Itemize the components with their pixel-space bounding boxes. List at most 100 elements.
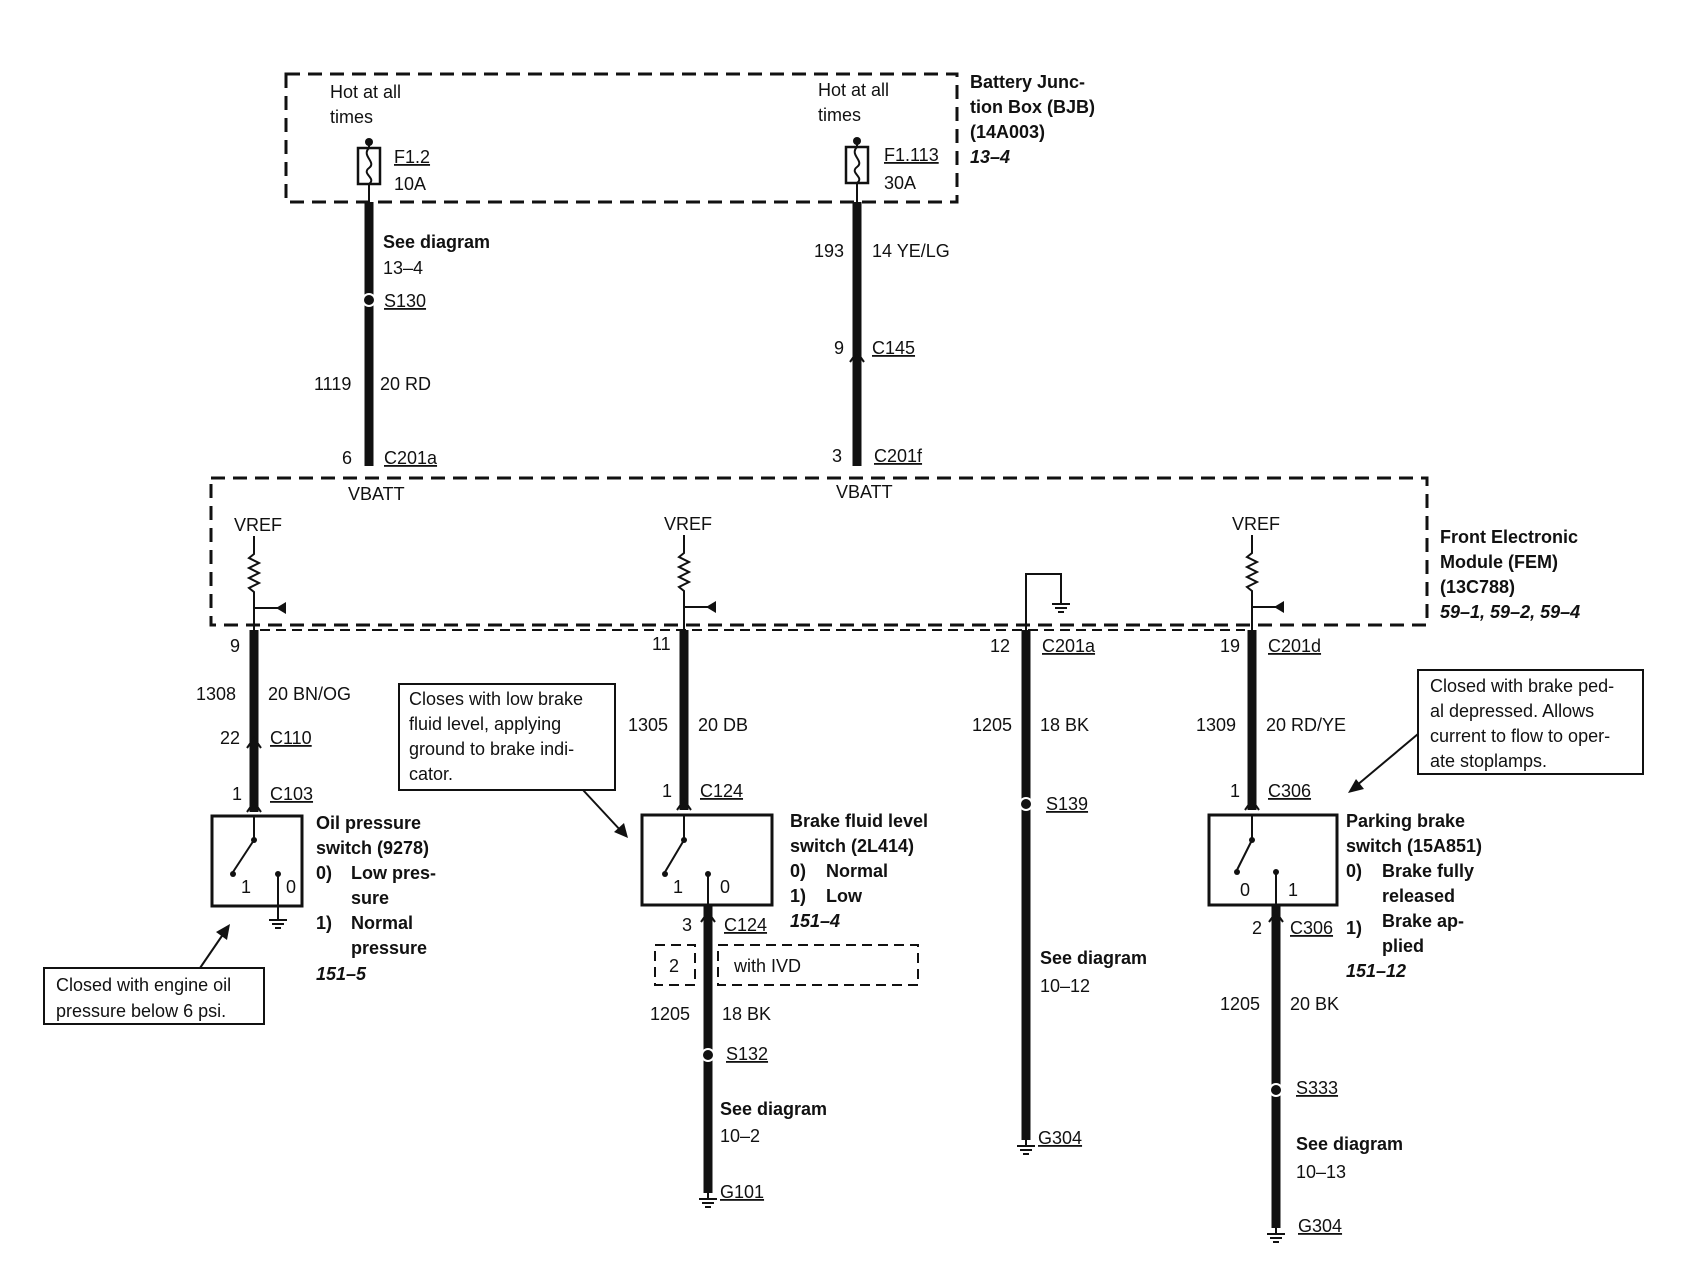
svg-text:18 BK: 18 BK <box>722 1004 771 1024</box>
ivd-option-box <box>717 944 919 986</box>
svg-text:1205: 1205 <box>972 715 1012 735</box>
splice-s130-dot <box>362 293 376 307</box>
left-wire-color: 20 RD <box>380 374 431 394</box>
splice-s333-dot <box>1269 1083 1283 1097</box>
svg-text:See diagram: See diagram <box>1040 948 1147 968</box>
fem-name-1: Front Electronic <box>1440 527 1578 547</box>
fem-outline <box>209 476 1429 627</box>
c103-connector: C103 <box>270 784 313 804</box>
svg-text:plied: plied <box>1382 936 1424 956</box>
oil-title-2: switch (9278) <box>316 838 429 858</box>
brake-fluid-note-4: cator. <box>409 764 453 784</box>
splice-s139-dot <box>1019 797 1033 811</box>
svg-text:Normal: Normal <box>351 913 413 933</box>
parking-brake-circuit: 19 C201d 1309 20 RD/YE 1 C306 0 1 2 C306… <box>1196 630 1644 1243</box>
svg-text:S333: S333 <box>1296 1078 1338 1098</box>
svg-text:11: 11 <box>652 634 671 654</box>
svg-text:F1.2: F1.2 <box>394 147 430 167</box>
svg-text:151–4: 151–4 <box>790 911 840 931</box>
oil-switch-pos-1: 1 <box>241 877 251 897</box>
svg-text:20 RD/YE: 20 RD/YE <box>1266 715 1346 735</box>
svg-text:with IVD: with IVD <box>733 956 801 976</box>
svg-text:C201f: C201f <box>874 446 923 466</box>
svg-text:C306: C306 <box>1268 781 1311 801</box>
c103-pin: 1 <box>232 784 242 804</box>
brake-fluid-note-3: ground to brake indi- <box>409 739 574 759</box>
center-pin: 12 <box>990 636 1010 656</box>
c124-bottom-connector: C124 <box>724 915 767 935</box>
oil-pin: 9 <box>230 636 240 656</box>
right-circuit-number: 193 <box>814 241 844 261</box>
svg-text:20 DB: 20 DB <box>698 715 748 735</box>
fuse1-hot-1: Hot at all <box>330 82 401 102</box>
left-connector: C201a <box>384 448 438 468</box>
svg-text:18 BK: 18 BK <box>1040 715 1089 735</box>
g101-ground-icon <box>698 1192 718 1208</box>
svg-text:59–1, 59–2, 59–4: 59–1, 59–2, 59–4 <box>1440 602 1580 622</box>
c306-bottom-pin: 2 <box>1252 918 1262 938</box>
oil-switch-pos-0: 0 <box>286 877 296 897</box>
oil-switch-ground-icon <box>268 913 288 929</box>
fuse1-id: F1.2 <box>394 147 430 167</box>
parking-see-label: See diagram <box>1296 1134 1403 1154</box>
svg-text:20 BK: 20 BK <box>1290 994 1339 1014</box>
parking-state0-1: Brake fully <box>1382 861 1474 881</box>
g304-parking-ground-icon <box>1266 1227 1286 1243</box>
parking-wire-color: 20 RD/YE <box>1266 715 1346 735</box>
ivd-label: with IVD <box>733 956 801 976</box>
front-electronic-module: Front Electronic Module (FEM) (13C788) 5… <box>209 476 1580 631</box>
svg-text:times: times <box>330 107 373 127</box>
svg-text:ate stoplamps.: ate stoplamps. <box>1430 751 1547 771</box>
left-vbatt: VBATT <box>348 484 405 504</box>
brake-fluid-note-arrow <box>582 789 623 833</box>
svg-text:S130: S130 <box>384 291 426 311</box>
brake-fluid-state1: Low <box>826 886 863 906</box>
svg-text:VBATT: VBATT <box>348 484 405 504</box>
bjb-name-3: (14A003) <box>970 122 1045 142</box>
fem-internal-ground-icon <box>1051 597 1071 613</box>
svg-text:1205: 1205 <box>1220 994 1260 1014</box>
svg-text:0): 0) <box>1346 861 1362 881</box>
brake-fluid-switch-pos-0: 0 <box>720 877 730 897</box>
svg-text:VREF: VREF <box>664 514 712 534</box>
brake-fluid-circuit-number: 1305 <box>628 715 668 735</box>
brake-fluid-note-2: fluid level, applying <box>409 714 561 734</box>
svg-text:0: 0 <box>286 877 296 897</box>
ivd-pin-box <box>654 944 696 986</box>
svg-text:1: 1 <box>662 781 672 801</box>
fuse1-hot-2: times <box>330 107 373 127</box>
parking-title-2: switch (15A851) <box>1346 836 1482 856</box>
svg-text:22: 22 <box>220 728 240 748</box>
svg-text:3: 3 <box>832 446 842 466</box>
svg-text:switch (2L414): switch (2L414) <box>790 836 914 856</box>
svg-text:Normal: Normal <box>826 861 888 881</box>
svg-text:10–13: 10–13 <box>1296 1162 1346 1182</box>
c124-top-pin: 1 <box>662 781 672 801</box>
svg-text:Low pres-: Low pres- <box>351 863 436 883</box>
svg-text:See diagram: See diagram <box>720 1099 827 1119</box>
svg-text:1205: 1205 <box>650 1004 690 1024</box>
parking-switch-pos-0: 0 <box>1240 880 1250 900</box>
svg-text:20 BN/OG: 20 BN/OG <box>268 684 351 704</box>
svg-text:12: 12 <box>990 636 1010 656</box>
c145-pin: 9 <box>834 338 844 358</box>
svg-text:1308: 1308 <box>196 684 236 704</box>
brake-fluid-state1-num: 1) <box>790 886 806 906</box>
parking-note-2: al depressed. Allows <box>1430 701 1594 721</box>
bjb-ref: 13–4 <box>970 147 1010 167</box>
c306-bottom-connector: C306 <box>1290 918 1333 938</box>
brake-fluid-wire-color: 20 DB <box>698 715 748 735</box>
parking-note-arrow <box>1355 733 1419 787</box>
bjb-outline <box>284 72 959 204</box>
brake-fluid-ground-wire-color: 18 BK <box>722 1004 771 1024</box>
right-vbatt: VBATT <box>836 482 893 502</box>
svg-text:tion Box (BJB): tion Box (BJB) <box>970 97 1095 117</box>
svg-text:C201d: C201d <box>1268 636 1321 656</box>
oil-state1-num: 1) <box>316 913 332 933</box>
svg-text:switch (15A851): switch (15A851) <box>1346 836 1482 856</box>
right-wire-color: 14 YE/LG <box>872 241 950 261</box>
fuse2-hot-2: times <box>818 105 861 125</box>
svg-text:14 YE/LG: 14 YE/LG <box>872 241 950 261</box>
svg-text:C124: C124 <box>724 915 767 935</box>
svg-text:2: 2 <box>669 956 679 976</box>
